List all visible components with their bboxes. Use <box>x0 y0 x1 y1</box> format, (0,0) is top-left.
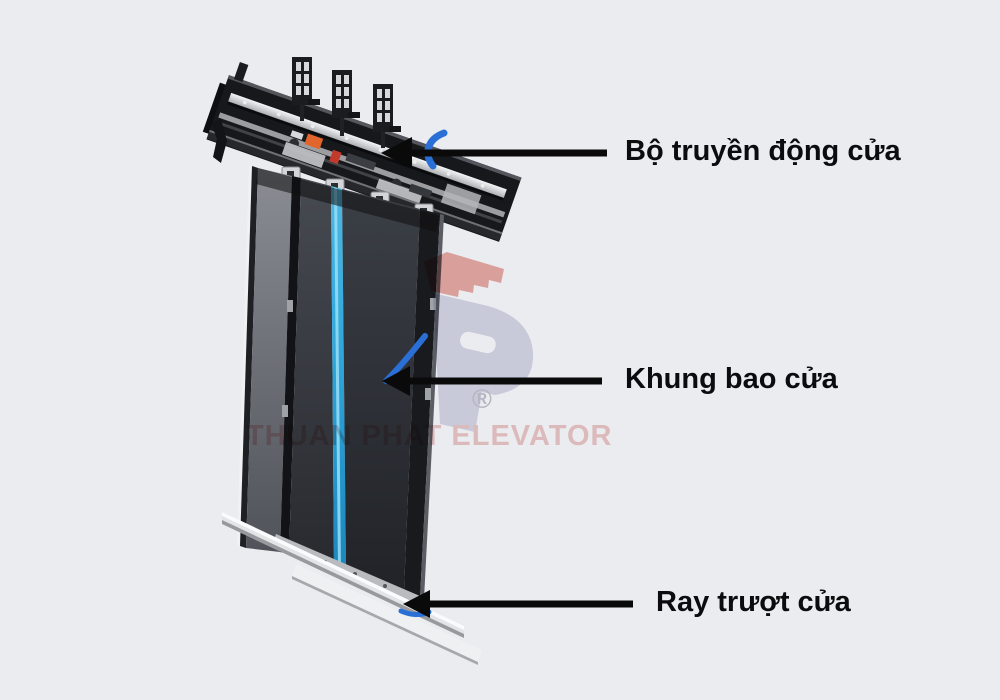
left-side-return <box>246 168 292 552</box>
left-door-panel <box>289 178 334 568</box>
emergency-release-lever <box>211 119 227 163</box>
annotation-label-door-sill-rail: Ray trượt cửa <box>656 586 851 618</box>
left-arrow-icon <box>381 137 607 169</box>
mounting-bracket <box>292 57 320 121</box>
right-door-panel <box>342 189 420 590</box>
mounting-bracket <box>332 70 360 136</box>
mounting-bracket <box>373 84 401 148</box>
left-arrow-icon <box>403 590 633 618</box>
annotation-label-door-frame: Khung bao cửa <box>625 363 838 395</box>
door-sill-rail-part <box>222 512 482 665</box>
header-mounting-brackets <box>292 57 401 148</box>
annotation-label-door-operator: Bộ truyền động cửa <box>625 135 901 167</box>
brand-sticker <box>304 133 324 150</box>
left-arrow-icon <box>382 366 602 396</box>
blue-brush-swoosh-icon <box>383 129 448 617</box>
rail-screws <box>242 100 485 188</box>
controller-detail <box>290 130 304 140</box>
left-jamb <box>240 166 258 548</box>
